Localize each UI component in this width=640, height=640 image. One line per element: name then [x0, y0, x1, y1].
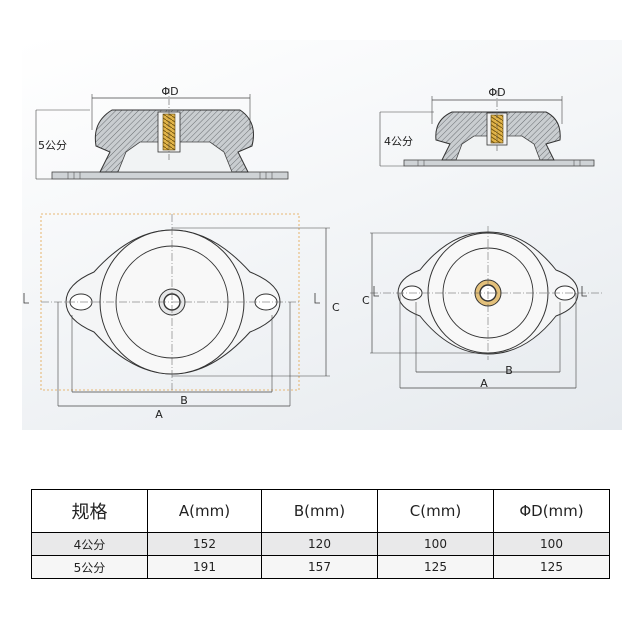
table-cell: 5公分 — [31, 555, 148, 579]
table-cell: 100 — [493, 532, 610, 556]
spec-table: 规格 A(mm) B(mm) C(mm) ΦD(mm) 4公分 152 120 … — [31, 489, 610, 579]
table-cell: 4公分 — [31, 532, 148, 556]
table-row: 5公分 191 157 125 125 — [31, 555, 610, 579]
table-cell: 125 — [377, 555, 494, 579]
label-a: A — [480, 377, 488, 390]
label-b: B — [180, 394, 188, 407]
label-c: C — [362, 294, 370, 307]
height-label: 5公分 — [38, 139, 67, 152]
drawing-svg: ΦD 5公分 ΦD 4公分 — [23, 85, 602, 421]
label-c: C — [332, 301, 340, 314]
table-header-row: 规格 A(mm) B(mm) C(mm) ΦD(mm) — [31, 489, 610, 533]
header-cell: A(mm) — [147, 489, 262, 533]
plate-slots — [417, 160, 581, 166]
header-cell: 规格 — [31, 489, 148, 533]
base-plate — [51, 171, 289, 180]
height-label: 4公分 — [384, 135, 413, 148]
drawing-background — [22, 40, 622, 430]
top-view-small: C B A — [362, 226, 602, 390]
header-cell: ΦD(mm) — [493, 489, 610, 533]
side-view-large: ΦD 5公分 — [35, 85, 289, 180]
plate-slots — [67, 172, 273, 179]
table-cell: 191 — [147, 555, 262, 579]
diameter-label: ΦD — [488, 86, 505, 99]
technical-drawing: ΦD 5公分 ΦD 4公分 — [22, 40, 622, 430]
table-cell: 157 — [261, 555, 378, 579]
table-row: 4公分 152 120 100 100 — [31, 532, 610, 556]
top-view-large: B A C — [23, 213, 340, 421]
table-cell: 120 — [261, 532, 378, 556]
label-b: B — [505, 364, 513, 377]
base-plate — [403, 159, 595, 167]
header-cell: C(mm) — [377, 489, 494, 533]
table-cell: 125 — [493, 555, 610, 579]
diameter-label: ΦD — [161, 85, 178, 98]
label-a: A — [155, 408, 163, 421]
header-cell: B(mm) — [261, 489, 378, 533]
side-view-small: ΦD 4公分 — [379, 86, 595, 167]
table-cell: 100 — [377, 532, 494, 556]
inner-cavity — [455, 135, 541, 161]
table-cell: 152 — [147, 532, 262, 556]
inner-cavity — [117, 141, 233, 173]
